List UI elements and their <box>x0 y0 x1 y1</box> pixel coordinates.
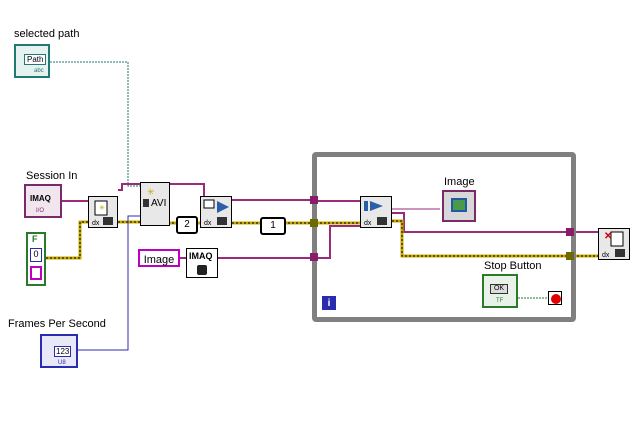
constant-two[interactable]: 2 <box>176 216 198 234</box>
while-loop[interactable] <box>312 152 576 322</box>
constant-one[interactable]: 1 <box>260 217 286 235</box>
stop-button-label: Stop Button <box>484 260 542 272</box>
image-indicator-picture-icon <box>451 198 467 212</box>
avi-read-icon: dx <box>364 201 387 227</box>
error-wire[interactable] <box>46 220 90 260</box>
imaq-constant[interactable]: IMAQ <box>186 248 218 278</box>
tunnel-session-in[interactable] <box>310 196 318 204</box>
path-terminal-text: Path <box>24 54 47 65</box>
session-in-io-text: I/O <box>36 208 45 214</box>
avi-open-icon: ✳ dx <box>92 200 113 227</box>
avi-close-node[interactable]: ✕ dx <box>598 228 630 260</box>
fps-label: Frames Per Second <box>8 318 106 330</box>
image-constant[interactable]: Image <box>138 249 180 267</box>
selected-path-label: selected path <box>14 28 80 40</box>
pink-box <box>30 266 42 280</box>
svg-text:✕: ✕ <box>604 231 612 242</box>
iteration-terminal: i <box>322 296 336 310</box>
avi-open-node[interactable]: ✳ dx <box>88 196 118 228</box>
session-wire-4[interactable] <box>392 212 600 233</box>
svg-text:✳: ✳ <box>99 204 105 212</box>
image-indicator-label: Image <box>444 176 475 188</box>
avi-create-node[interactable]: ✳ AVI <box>140 182 170 226</box>
session-in-imaq-text: IMAQ <box>30 194 51 203</box>
svg-text:dx: dx <box>364 220 372 227</box>
imaq-constant-text: IMAQ <box>189 251 213 261</box>
stop-red-circle <box>551 294 561 304</box>
fps-u8-text: U8 <box>58 360 66 366</box>
tunnel-image-in[interactable] <box>310 253 318 261</box>
imaq-refnum-icon <box>197 265 207 275</box>
svg-text:dx: dx <box>204 220 212 227</box>
path-terminal[interactable]: Path abc <box>14 44 50 78</box>
svg-text:✳: ✳ <box>147 187 155 197</box>
avi-write-node[interactable]: dx <box>200 196 232 228</box>
session-wire-2[interactable] <box>118 183 205 197</box>
fps-123-text: 123 <box>54 346 72 357</box>
avi-close-icon: ✕ dx <box>602 231 625 259</box>
path-terminal-subtext: abc <box>34 68 44 74</box>
avi-read-node[interactable]: dx <box>360 196 392 228</box>
svg-text:dx: dx <box>602 252 610 259</box>
image-indicator[interactable] <box>442 190 476 222</box>
avi-write-icon: dx <box>203 199 229 227</box>
path-wire[interactable] <box>50 61 140 187</box>
tf-text: TF <box>496 298 504 304</box>
error-wire-b[interactable] <box>46 221 90 259</box>
stop-button-terminal[interactable]: OK TF <box>482 274 518 308</box>
image-wire[interactable] <box>180 225 360 259</box>
session-in-terminal[interactable]: IMAQ I/O <box>24 184 62 218</box>
tunnel-error-in[interactable] <box>310 219 318 227</box>
stop-if-true-icon[interactable] <box>548 291 562 305</box>
tunnel-error-out[interactable] <box>566 252 574 260</box>
zero-text: 0 <box>30 248 42 262</box>
error-cluster-terminal[interactable]: F 0 <box>26 232 46 286</box>
f-text: F <box>32 234 38 244</box>
avi-text: AVI <box>151 198 167 209</box>
error-wire-3b[interactable] <box>392 220 600 257</box>
tunnel-session-out[interactable] <box>566 228 574 236</box>
svg-text:dx: dx <box>92 220 100 227</box>
fps-terminal[interactable]: 123 U8 <box>40 334 78 368</box>
session-in-label: Session In <box>26 170 78 182</box>
avi-create-icon: ✳ <box>143 187 155 207</box>
ok-text: OK <box>490 284 508 294</box>
fps-wire[interactable] <box>78 215 140 351</box>
